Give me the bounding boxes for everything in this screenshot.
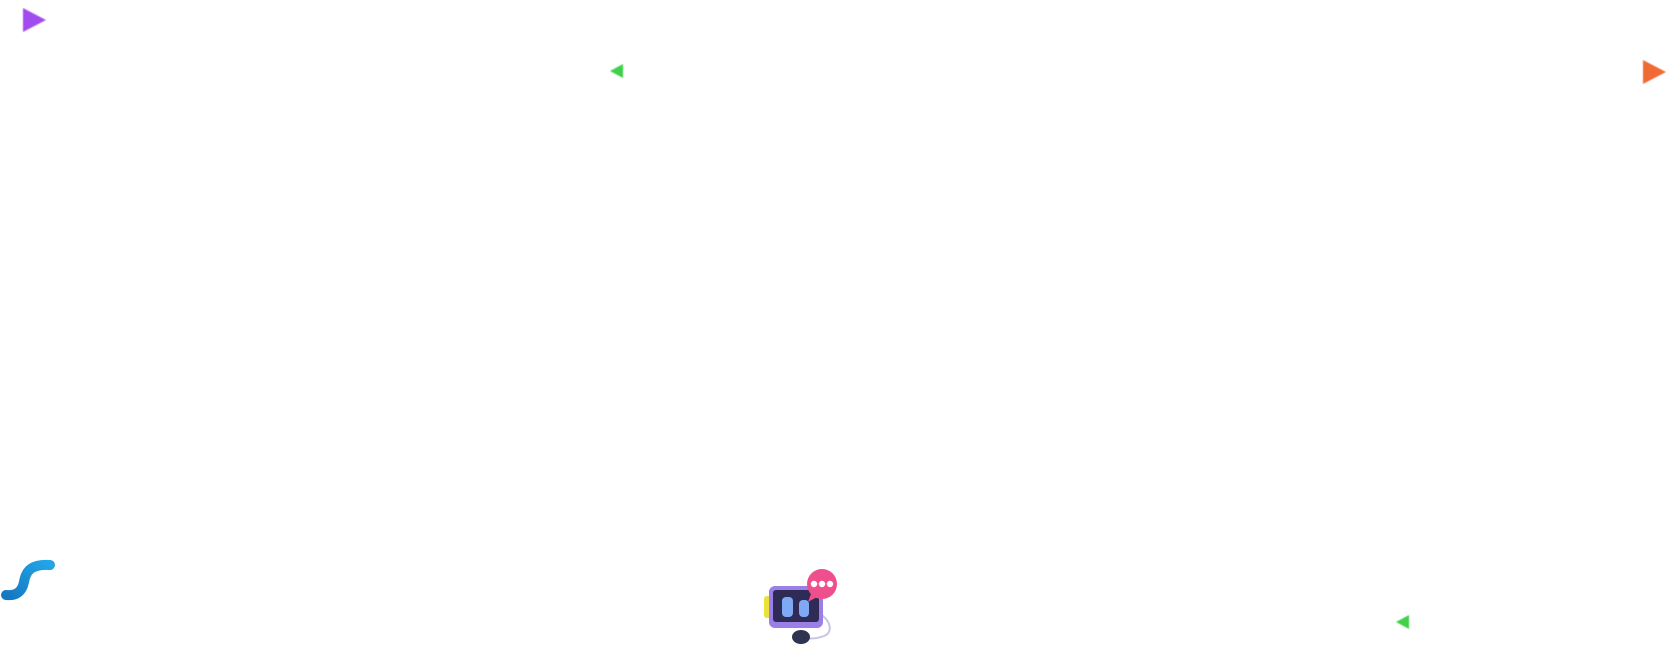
purple-triangle-icon (20, 6, 48, 34)
chat-monitor-icon (764, 568, 844, 644)
green-triangle-icon (608, 62, 626, 80)
orange-triangle-icon (1640, 58, 1668, 86)
blue-squiggle-icon (0, 556, 58, 602)
green-triangle-icon (1394, 613, 1412, 631)
